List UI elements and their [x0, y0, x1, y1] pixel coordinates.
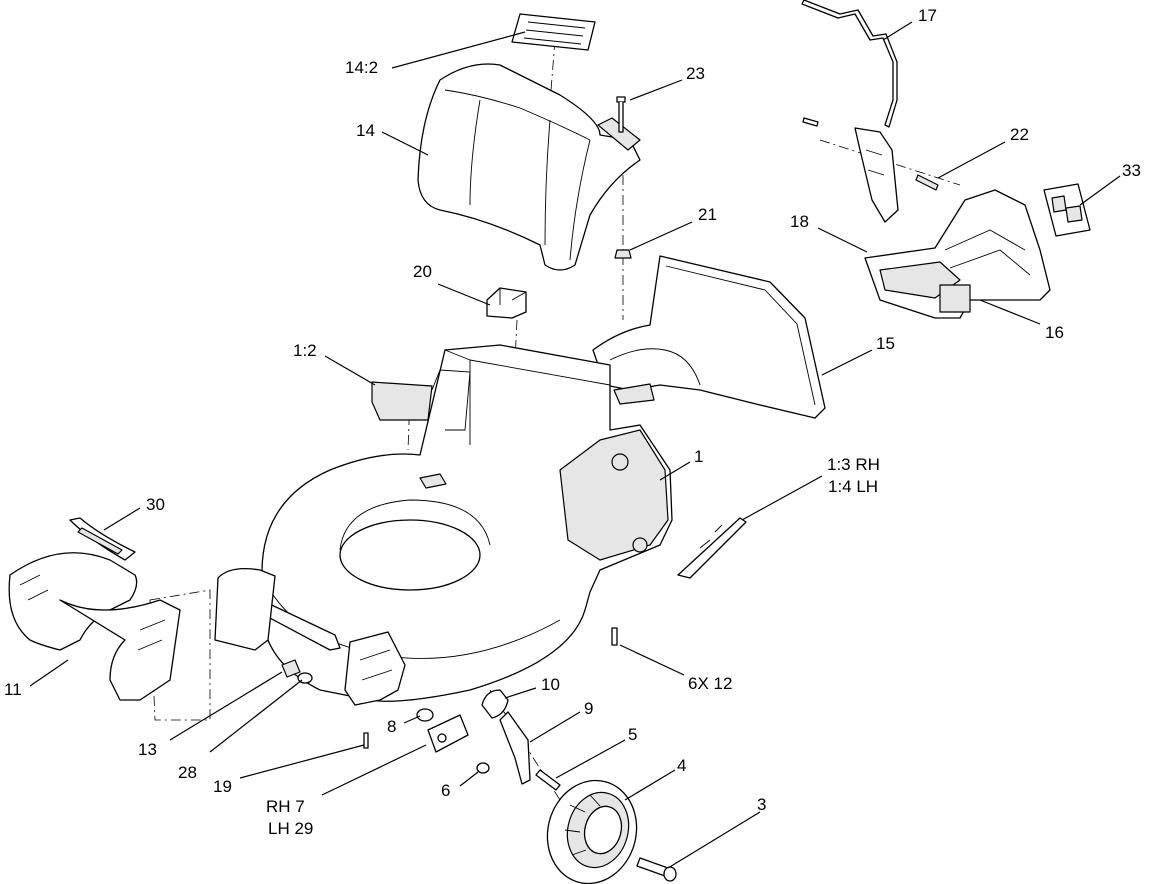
callout-10: 10: [541, 675, 560, 694]
callout-21: 21: [698, 205, 717, 224]
bag-cover: [417, 63, 641, 271]
callout-23: 23: [686, 64, 705, 83]
discharge-chute: [592, 255, 826, 419]
callout-rh-7: RH 7: [266, 797, 305, 816]
callout-5: 5: [628, 725, 637, 744]
callout-lh-29: LH 29: [268, 819, 313, 838]
deck-cover-plate: [371, 381, 433, 421]
spacer-block: [486, 287, 527, 319]
wheel-bolt-small: [535, 769, 561, 791]
decal-sheet: [511, 13, 596, 51]
control-rod: [801, 0, 898, 128]
callout-15: 15: [876, 334, 895, 353]
label-card: [1043, 183, 1091, 237]
mower-deck: [258, 344, 673, 702]
wheel-bracket-parts: [416, 708, 490, 774]
callout-labels: 14:2 23 17 14 22 33 21 18 20 16 15 1:2 1…: [4, 6, 1141, 838]
axle-assembly: [214, 567, 406, 706]
rear-door-housing: [864, 189, 1051, 319]
callout-8: 8: [387, 717, 396, 736]
callout-16: 16: [1045, 323, 1064, 342]
callout-28: 28: [178, 763, 197, 782]
nut: [614, 249, 632, 259]
callout-13: 13: [138, 740, 157, 759]
callout-14-2: 14:2: [345, 58, 378, 77]
callout-1: 1: [694, 447, 703, 466]
callout-1-3-rh: 1:3 RH: [827, 455, 880, 474]
callout-6x12: 6X 12: [688, 674, 732, 693]
callout-1-4-lh: 1:4 LH: [828, 477, 878, 496]
bracket-spring: [802, 117, 939, 223]
deck-screw: [611, 627, 618, 646]
callout-33: 33: [1122, 161, 1141, 180]
left-fasteners: [281, 659, 369, 749]
height-lever: [499, 711, 531, 785]
front-cover: [8, 552, 181, 701]
screw: [616, 96, 626, 133]
callout-4: 4: [677, 756, 686, 775]
callout-18: 18: [790, 212, 809, 231]
callout-17: 17: [918, 6, 937, 25]
leader-lines: [29, 21, 1121, 869]
callout-9: 9: [584, 699, 593, 718]
callout-22: 22: [1010, 125, 1029, 144]
wheel: [546, 779, 638, 884]
callout-6: 6: [441, 781, 450, 800]
callout-11: 11: [4, 680, 22, 699]
callout-1-2: 1:2: [293, 341, 317, 360]
callout-19: 19: [213, 777, 232, 796]
callout-30: 30: [146, 495, 165, 514]
height-lever-knob: [481, 689, 509, 719]
callout-20: 20: [413, 262, 432, 281]
callout-14: 14: [356, 121, 375, 140]
side-strip: [677, 517, 747, 579]
axle-bolt: [636, 857, 677, 882]
callout-3: 3: [757, 795, 766, 814]
badge: [69, 517, 136, 561]
